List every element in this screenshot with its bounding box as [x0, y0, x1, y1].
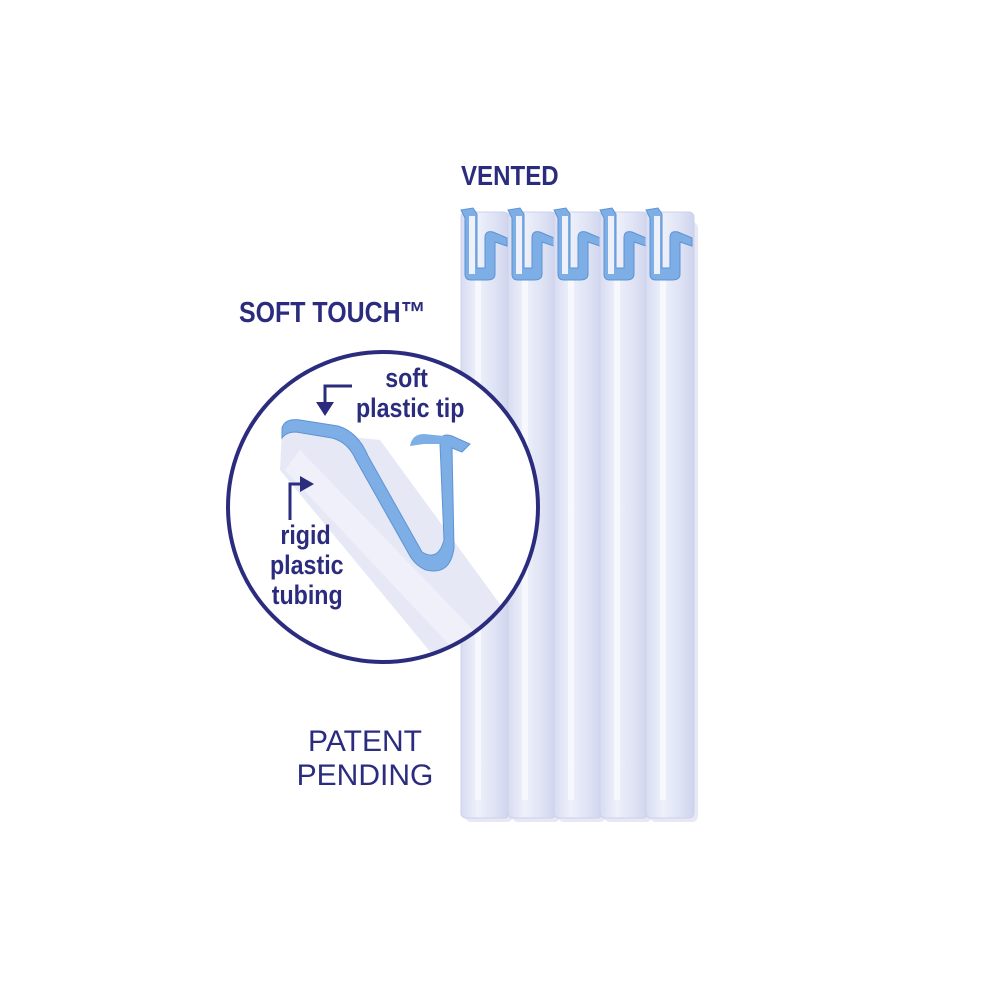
patent-line1: PATENT: [308, 725, 422, 758]
tube-icon: [599, 207, 652, 822]
rigid-tubing-arrow-icon: [288, 476, 314, 520]
rigid-line1: rigid: [280, 520, 331, 550]
patent-line2: PENDING: [296, 759, 434, 792]
vented-label: VENTED: [461, 160, 559, 191]
rigid-line2: plastic: [270, 550, 344, 580]
soft-tip-line2: plastic tip: [356, 393, 465, 423]
soft-touch-label: SOFT TOUCH™: [239, 297, 426, 329]
rigid-tubing-label: rigid plastic tubing: [270, 520, 344, 610]
tube-icon: [645, 207, 698, 822]
patent-pending-label: PATENT PENDING: [290, 725, 440, 793]
rigid-line3: tubing: [271, 580, 343, 610]
soft-tip-label: soft plastic tip: [356, 363, 464, 423]
tube-icon: [553, 207, 606, 822]
soft-tip-arrow-icon: [316, 384, 352, 416]
soft-tip-line1: soft: [385, 363, 428, 393]
